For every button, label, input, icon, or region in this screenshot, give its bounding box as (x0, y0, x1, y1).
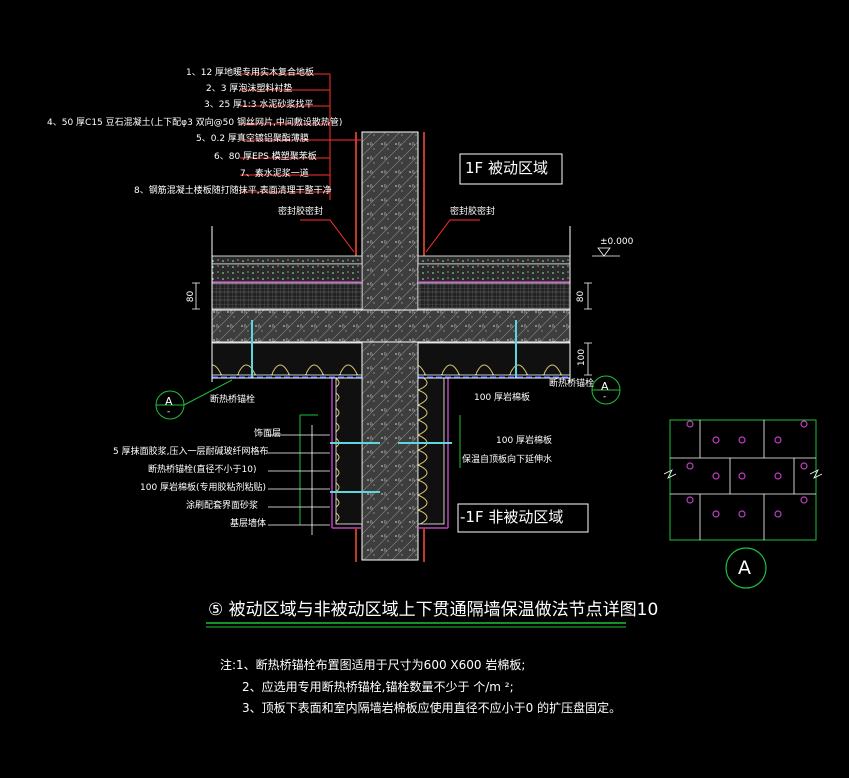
note-1: 注:1、断热桥锚栓布置图适用于尺寸为600 X600 岩棉板; (220, 658, 526, 672)
wall-label-1: 饰面层 (254, 429, 282, 439)
leader-label-4: 4、50 厚C15 豆石混凝土(上下配φ3 双向@50 钢丝网片,中间敷设散热管… (47, 118, 343, 128)
eps-left (211, 282, 363, 310)
leader-label-8: 8、钢筋混凝土楼板随打随抹平,表面清理干整干净 (134, 186, 332, 196)
non-passive-zone-label: -1F 非被动区域 (460, 508, 564, 526)
leader-label-7: 7、素水泥浆一道 (240, 169, 309, 179)
section-left-sub: - (167, 407, 171, 417)
floor-outline (211, 226, 571, 382)
rockwool-note-label: 保温自顶板向下延伸水 (462, 455, 553, 465)
rockwool-ceiling-label: 100 厚岩棉板 (474, 393, 531, 403)
floor-finish-layers (211, 255, 363, 265)
leader-label-1: 1、12 厚地暖专用实木复合地板 (186, 68, 315, 78)
note-3: 3、顶板下表面和室内隔墙岩棉板应使用直径不应小于0 的扩压盘固定。 (242, 701, 622, 715)
non-passive-zone-box (457, 503, 589, 533)
wall-label-6: 基层墙体 (230, 519, 267, 529)
lower-wall (361, 341, 419, 561)
sealant-left-label: 密封胶密封 (278, 207, 324, 217)
section-left-letter: A (165, 395, 173, 408)
sealant-right-label: 密封胶密封 (450, 207, 496, 217)
ceiling-rockwool-right (417, 342, 571, 376)
dim-80-right-label: 80 (576, 290, 587, 303)
ceiling-anchors (251, 320, 517, 378)
dimension-lines (192, 247, 620, 376)
wall-anchors (330, 442, 452, 493)
section-right-letter: A (601, 380, 609, 393)
leader-label-5: 5、0.2 厚真空镀铝聚酯薄膜 (196, 134, 309, 144)
lower-wall-wool-left (335, 377, 363, 525)
sealant-leaders (300, 219, 480, 253)
ceiling-rockwool-left (211, 342, 363, 376)
wall-label-3: 断热桥锚栓(直径不小于10) (148, 465, 257, 475)
wall-label-4: 100 厚岩棉板(专用胶粘剂粘贴) (140, 483, 267, 493)
wall-leaders (268, 425, 330, 535)
passive-zone-label: 1F 被动区域 (465, 159, 548, 177)
section-right-sub: - (603, 392, 607, 402)
lower-wall-wool-right (417, 377, 445, 525)
screed-left (211, 263, 363, 283)
leader-label-6: 6、80 厚EPS 模塑聚苯板 (214, 152, 317, 162)
dim-100-label: 100 (577, 348, 588, 367)
upper-wall (361, 131, 419, 311)
eps-right (417, 282, 571, 310)
leader-label-3: 3、25 厚1:3 水泥砂浆找平 (204, 100, 314, 110)
floor-finish-layers-right (417, 255, 571, 265)
wall-label-2: 5 厚抹面胶浆,压入一层耐碱玻纤网格布 (113, 447, 269, 457)
wall-label-5: 涂刷配套界面砂浆 (186, 501, 259, 511)
screed-right (417, 263, 571, 283)
rockwool-wall-label: 100 厚岩棉板 (496, 436, 553, 446)
anchor-left-label: 断热桥锚栓 (210, 395, 256, 405)
leader-label-2: 2、3 厚泡沫塑料衬垫 (206, 84, 293, 94)
anchor-layout-grid (663, 419, 823, 589)
elevation-label: ±0.000 (600, 237, 634, 247)
main-leader (240, 73, 362, 200)
passive-zone-box (459, 153, 563, 185)
anchor-right-label: 断热桥锚栓 (549, 379, 595, 389)
section-marker-left-shape (155, 379, 233, 420)
note-2: 2、应选用专用断热桥锚栓,锚栓数量不少于 个/m ²; (242, 680, 514, 694)
detail-a-letter: A (738, 557, 751, 579)
dim-80-label: 80 (186, 290, 197, 303)
drawing-title: ⑤ 被动区域与非被动区域上下贯通隔墙保温做法节点详图10 (208, 600, 659, 620)
section-marker-right-shape (591, 375, 621, 405)
